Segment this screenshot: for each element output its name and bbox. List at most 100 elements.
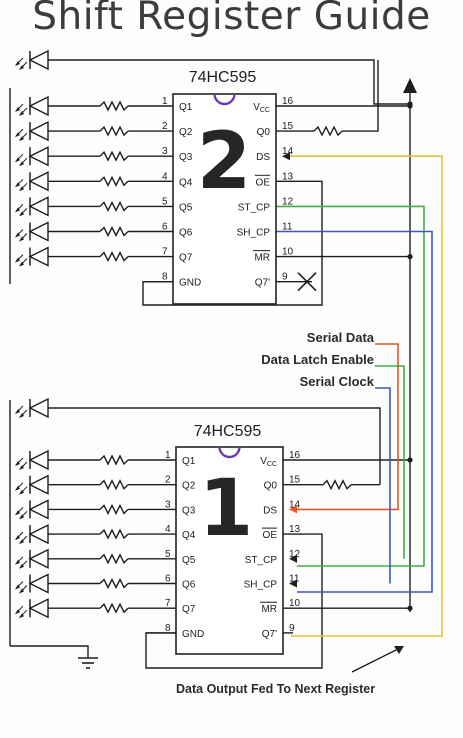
resistor-icon	[99, 578, 129, 589]
no-connect-icon	[297, 272, 317, 292]
wire	[48, 407, 381, 485]
clock-wire	[375, 387, 391, 584]
chip-part-label: 74HC595	[189, 69, 257, 86]
resistor-icon	[99, 151, 129, 161]
pin-label: SH_CP	[237, 228, 271, 239]
pin-label: Q7'	[262, 629, 277, 640]
arrow-head-icon	[282, 152, 290, 161]
resistor-icon	[313, 126, 343, 136]
resistor-icon	[99, 455, 129, 465]
pin-label: GND	[179, 278, 201, 289]
resistor-icon	[99, 504, 129, 515]
pin-label: Q7	[179, 253, 193, 264]
pin-number: 9	[289, 623, 295, 634]
arrow-head-icon	[289, 579, 297, 588]
led-icon	[14, 474, 49, 496]
pin-number: 6	[162, 222, 168, 233]
led-icon	[14, 573, 49, 595]
pin-number: 16	[282, 96, 294, 107]
led-icon	[14, 598, 49, 619]
oe-gnd-wire	[145, 533, 323, 669]
resistor-icon	[99, 480, 129, 490]
serial-data-label: Serial Data	[307, 330, 375, 345]
pin-number: 4	[165, 524, 171, 535]
serial-data-wire	[297, 343, 399, 511]
pin-number: 14	[289, 499, 301, 510]
pin-label: ST_CP	[245, 555, 278, 566]
pin-number: 15	[289, 475, 301, 486]
arrow-head-icon	[289, 505, 297, 514]
signal-wires	[276, 152, 443, 637]
resistor-icon	[99, 201, 129, 212]
pin-label: Q5	[182, 555, 196, 566]
pin-number: 12	[289, 549, 301, 560]
clock-wire	[276, 230, 433, 593]
led-icon	[14, 96, 49, 117]
junction-dot	[407, 254, 413, 260]
pin-number: 5	[165, 549, 171, 560]
pin-number: 3	[162, 146, 168, 157]
pin-label: Q3	[179, 152, 193, 163]
pin-number: 11	[282, 222, 293, 233]
resistor-icon	[99, 226, 129, 237]
pin-label: Q0	[264, 481, 278, 492]
serial-clock-label: Serial Clock	[300, 374, 375, 389]
resistor-icon	[99, 603, 129, 613]
pin-number: 1	[165, 450, 171, 461]
pin-label: ST_CP	[238, 202, 271, 213]
pin-label: OE	[263, 530, 278, 541]
pin-label: Q1	[179, 102, 193, 113]
pin-number: 8	[162, 272, 168, 283]
pin-number: 7	[165, 598, 171, 609]
resistor-icon	[99, 554, 129, 564]
chip-number: 2	[197, 117, 251, 207]
pin-number: 13	[289, 524, 301, 535]
pin-number: 10	[289, 598, 301, 609]
pin-number: 12	[282, 196, 294, 207]
pin-label: Q4	[182, 530, 196, 541]
led-icon	[14, 246, 49, 268]
led-icon	[14, 221, 49, 243]
junction-dot	[407, 103, 413, 109]
led-icon	[14, 450, 49, 471]
pin-number: 14	[282, 146, 294, 157]
pin-label: Q3	[182, 505, 196, 516]
pin-number: 9	[282, 272, 288, 283]
led-icon	[14, 524, 49, 545]
chip-number: 1	[199, 464, 253, 554]
page-title: Shift Register Guide	[32, 0, 431, 39]
feed-wire	[290, 155, 443, 637]
pin-number: 11	[289, 574, 300, 585]
chip-part-label: 74HC595	[194, 423, 262, 440]
resistor-icon	[99, 126, 129, 136]
output-note: Data Output Fed To Next Register	[176, 682, 375, 696]
led-icon	[14, 50, 49, 71]
pin-label: Q1	[182, 456, 196, 467]
pin-number: 8	[165, 623, 171, 634]
resistor-icon	[99, 101, 129, 111]
pin-label: Q4	[179, 177, 193, 188]
pin-label: MR	[254, 253, 270, 264]
led-icon	[14, 398, 49, 419]
led-icon	[14, 499, 49, 521]
arrow-head-icon	[289, 554, 297, 563]
pin-label: MR	[261, 604, 277, 615]
pin-number: 4	[162, 171, 168, 182]
led-icon	[14, 146, 49, 167]
pin-number: 3	[165, 499, 171, 510]
pin-label: Q2	[179, 127, 193, 138]
junction-dot	[407, 605, 413, 611]
chips-layer: 74HC5952Q11Q22Q33Q44Q55Q66Q77GND8VCC16Q0…	[162, 69, 301, 655]
latch-wire	[276, 205, 425, 567]
led-icon	[14, 196, 49, 218]
chip-notch	[218, 446, 241, 459]
led-icon	[14, 121, 49, 142]
chip-body	[175, 446, 284, 655]
pin-label: Q2	[182, 481, 196, 492]
pin-number: 1	[162, 96, 168, 107]
pin-number: 5	[162, 196, 168, 207]
note-arrow	[351, 647, 401, 673]
wire	[10, 645, 89, 658]
wire	[48, 59, 410, 105]
pin-label: Q7	[182, 604, 196, 615]
